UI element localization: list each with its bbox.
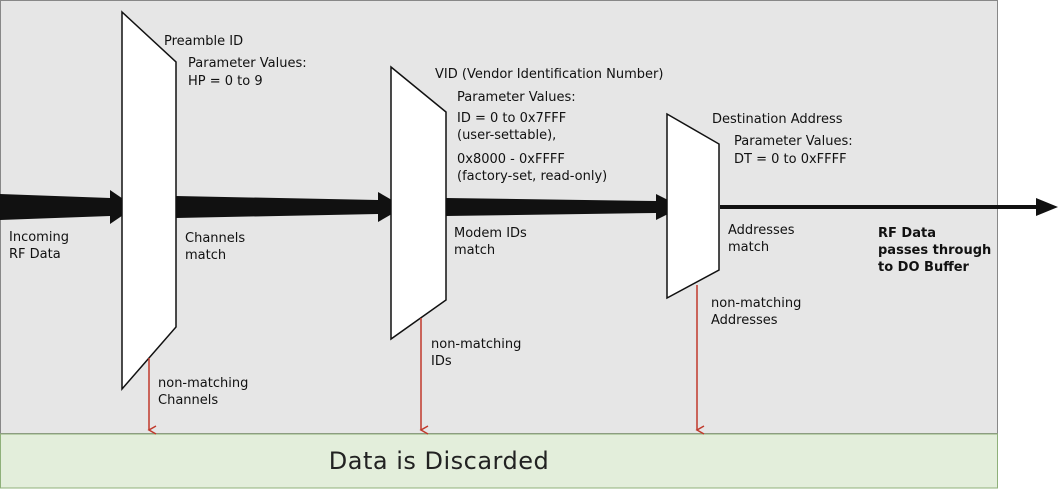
stage3-param: DT = 0 to 0xFFFF	[734, 152, 847, 167]
stage1-match-line2: match	[185, 248, 227, 263]
stage3-reject-label: non-matching Addresses	[711, 295, 801, 329]
stage3-match-label: Addresses match	[728, 222, 795, 256]
output-label-line2: passes through	[878, 243, 992, 258]
output-label: RF Data passes through to DO Buffer	[878, 225, 991, 276]
stage1-reject-label: non-matching Channels	[158, 375, 248, 409]
stage2-param-2: (user-settable),	[457, 128, 557, 143]
stage2-reject-label: non-matching IDs	[431, 336, 521, 370]
flow-arrow-stage1-stage2	[176, 192, 404, 222]
discard-label: Data is Discarded	[328, 447, 550, 475]
stage1-reject-line2: Channels	[158, 393, 219, 408]
stage3-match-line1: Addresses	[728, 223, 795, 238]
discard-area	[0, 433, 998, 489]
stage3-reject-line1: non-matching	[711, 296, 802, 311]
filter-vid	[390, 65, 447, 341]
flow-arrow-stage2-stage3	[446, 194, 682, 220]
stage1-param: HP = 0 to 9	[188, 74, 263, 89]
input-label-line1: Incoming	[9, 230, 69, 245]
stage3-title: Destination Address	[712, 112, 843, 127]
stage2-param-3: 0x8000 - 0xFFFF	[457, 152, 565, 167]
stage3-params-heading: Parameter Values:	[734, 134, 853, 149]
input-label-line2: RF Data	[9, 247, 61, 262]
stage2-match-line1: Modem IDs	[454, 226, 527, 241]
stage2-title: VID (Vendor Identification Number)	[435, 67, 664, 82]
stage2-params-heading: Parameter Values:	[457, 90, 576, 105]
stage1-match-label: Channels match	[185, 230, 245, 264]
stage1-match-line1: Channels	[185, 231, 246, 246]
discard-banner: Data is Discarded	[0, 434, 998, 488]
flow-arrow-input	[0, 190, 135, 224]
filter-destination-address	[666, 112, 720, 300]
stage2-reject-line1: non-matching	[431, 337, 522, 352]
flow-arrow-output-head	[1036, 198, 1058, 216]
stage1-reject-line1: non-matching	[158, 376, 249, 391]
stage2-param-4: (factory-set, read-only)	[457, 169, 608, 184]
stage1-params-heading: Parameter Values:	[188, 56, 307, 71]
stage3-match-line2: match	[728, 240, 770, 255]
output-label-line3: to DO Buffer	[878, 260, 969, 275]
stage3-reject-line2: Addresses	[711, 313, 778, 328]
stage2-match-line2: match	[454, 243, 496, 258]
stage2-param-1: ID = 0 to 0x7FFF	[457, 111, 567, 126]
input-label: Incoming RF Data	[9, 229, 69, 263]
stage2-match-label: Modem IDs match	[454, 225, 527, 259]
filter-preamble-id	[121, 10, 177, 392]
stage1-title: Preamble ID	[164, 34, 244, 49]
output-label-line1: RF Data	[878, 226, 936, 241]
stage2-reject-line2: IDs	[431, 354, 452, 369]
